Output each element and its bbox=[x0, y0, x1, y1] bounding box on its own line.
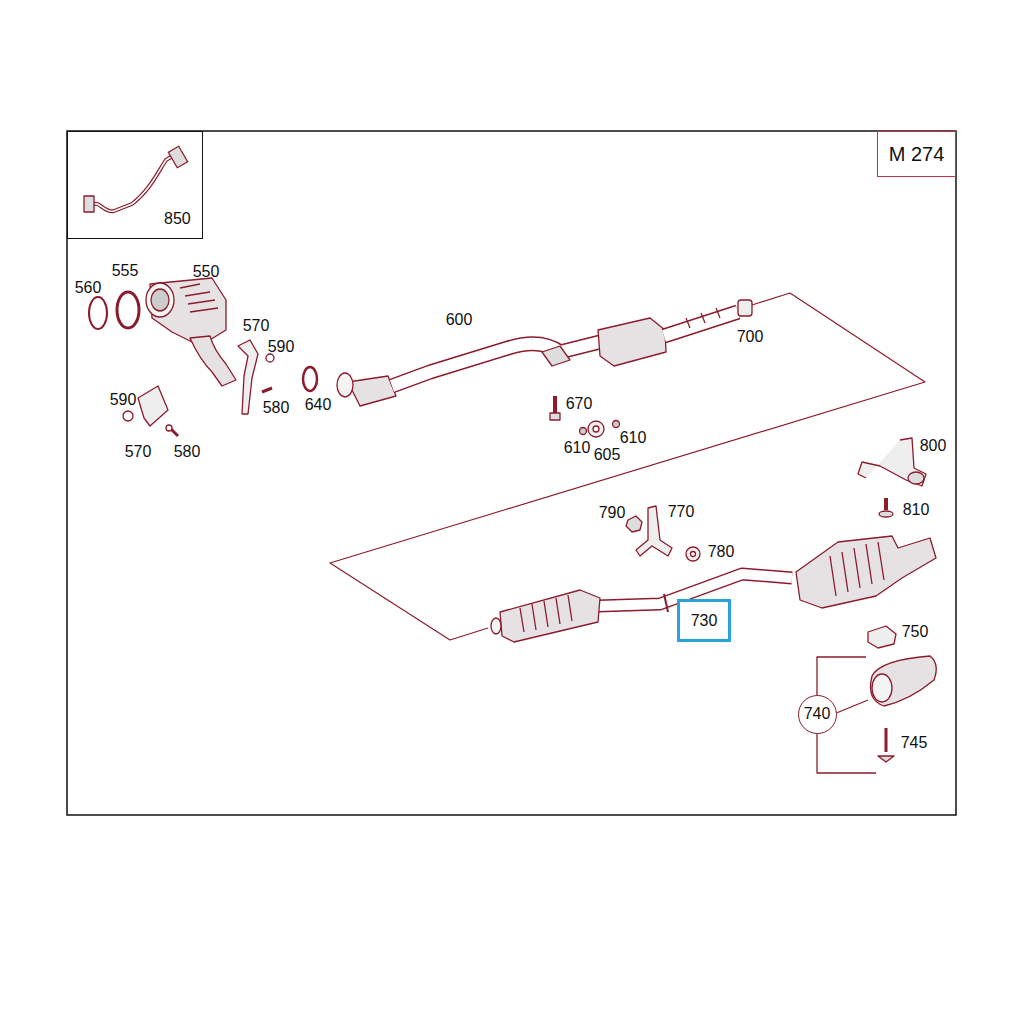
clamp bbox=[117, 292, 139, 328]
callout-number: 605 bbox=[594, 446, 621, 464]
callout-number: 800 bbox=[920, 437, 947, 455]
tailpipe-trim bbox=[817, 626, 936, 773]
callout-number: 640 bbox=[305, 396, 332, 414]
callout-number: 850 bbox=[164, 210, 191, 228]
callout-number: 770 bbox=[668, 503, 695, 521]
inset-box: 850 bbox=[67, 131, 203, 239]
callout-number: 600 bbox=[446, 311, 473, 329]
outer-frame bbox=[67, 131, 956, 815]
gasket-ring bbox=[89, 297, 107, 329]
callout-number: 570 bbox=[243, 317, 270, 335]
callout-box: 730 bbox=[677, 599, 731, 642]
oxygen-sensor bbox=[84, 146, 188, 212]
callout-number: 610 bbox=[620, 429, 647, 447]
callout-number: 550 bbox=[193, 263, 220, 281]
fasteners bbox=[550, 396, 620, 437]
callout-number: 700 bbox=[737, 328, 764, 346]
callout-number: 555 bbox=[112, 262, 139, 280]
front-pipe bbox=[337, 300, 752, 406]
callout-circle: 740 bbox=[798, 695, 837, 734]
callout-number: 745 bbox=[901, 734, 928, 752]
callout-number: 810 bbox=[903, 501, 930, 519]
callout-number: 790 bbox=[599, 504, 626, 522]
callout-number: 590 bbox=[110, 391, 137, 409]
front-catalytic-converter bbox=[146, 278, 236, 386]
callout-number: 610 bbox=[564, 439, 591, 457]
callout-number: 560 bbox=[75, 279, 102, 297]
callout-number: 740 bbox=[804, 705, 831, 723]
callout-number: 590 bbox=[268, 338, 295, 356]
callout-number: 780 bbox=[708, 543, 735, 561]
callout-number: 580 bbox=[174, 443, 201, 461]
callout-number: 730 bbox=[691, 612, 718, 630]
callout-number: 580 bbox=[263, 399, 290, 417]
callout-number: 570 bbox=[125, 443, 152, 461]
engine-code-box: M 274 bbox=[877, 131, 956, 177]
rear-silencer-assembly bbox=[491, 536, 936, 642]
callout-number: M 274 bbox=[889, 143, 945, 165]
callout-number: 670 bbox=[566, 395, 593, 413]
callout-number: 750 bbox=[902, 623, 929, 641]
seal-ring bbox=[303, 367, 317, 391]
